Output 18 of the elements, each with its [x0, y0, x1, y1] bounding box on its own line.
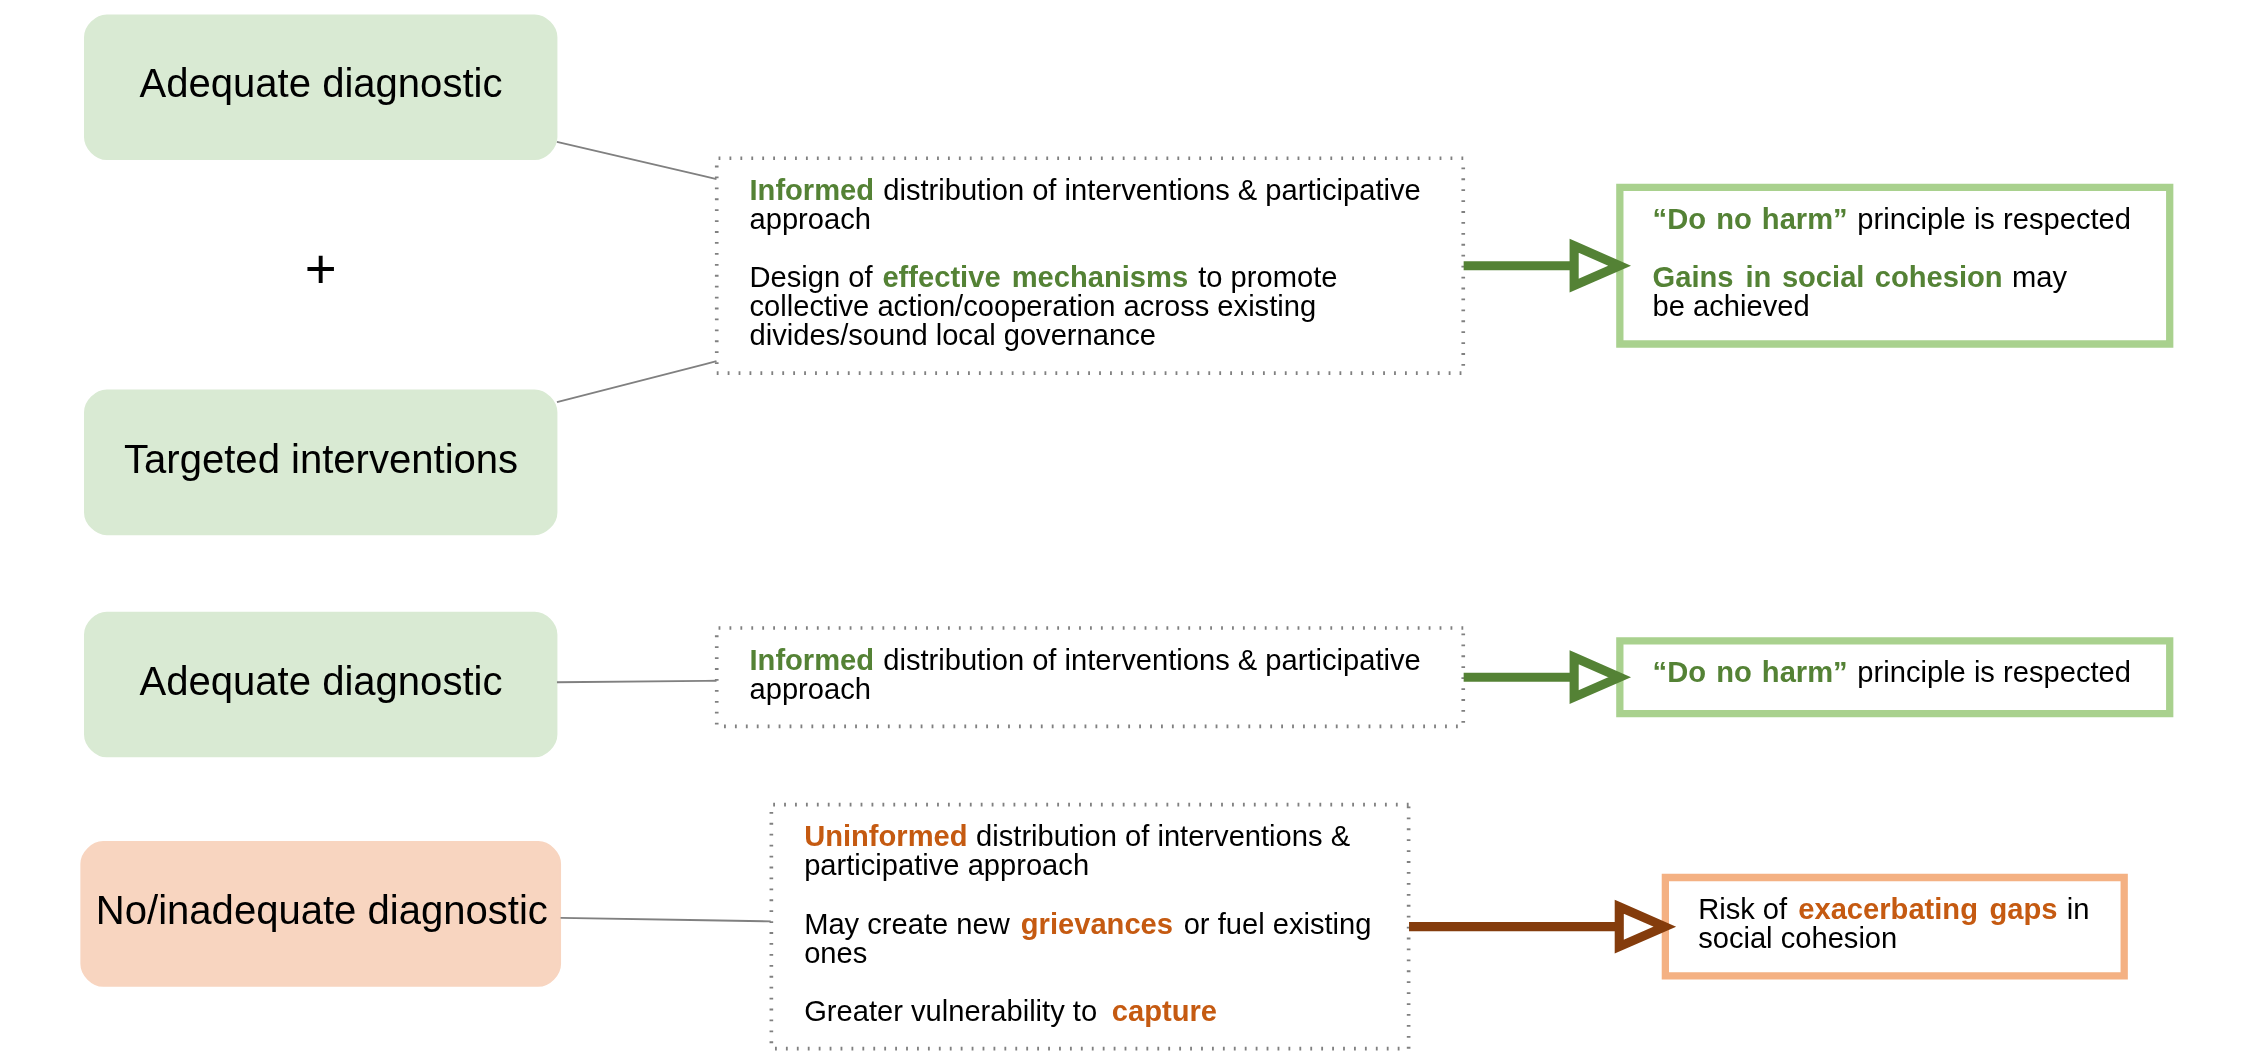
label: + — [304, 239, 337, 301]
arrow — [1408, 899, 1676, 954]
node-box: “Do no harm” principle is respected Gains in social cohesion may be achieved — [1615, 183, 2173, 348]
node-box: Uninformed distribution of interventions & participative approach May create new grievances or fuel existing ones Greater vulnerability to capture — [769, 802, 1410, 1051]
arrow — [1463, 650, 1631, 705]
connector — [555, 360, 717, 404]
node-box: No/inadequate diagnostic — [79, 841, 561, 987]
node-box: Adequate diagnostic — [83, 14, 557, 161]
node-box: “Do no harm” principle is respected — [1615, 637, 2173, 718]
node-box: Risk of exacerbating gaps in social cohesion — [1661, 873, 2128, 980]
arrow — [1463, 238, 1631, 293]
connector — [555, 679, 717, 684]
connector — [555, 141, 717, 180]
node-box: Informed distribution of interventions & participative approach — [714, 626, 1465, 729]
node-box: Adequate diagnostic — [83, 611, 557, 758]
connector — [559, 916, 772, 923]
node-box: Targeted interventions — [83, 389, 557, 536]
node-box: Informed distribution of interventions & participative approach Design of effective mechanisms to promote collective action/cooperation across existing divides/sound local governance — [714, 156, 1465, 375]
